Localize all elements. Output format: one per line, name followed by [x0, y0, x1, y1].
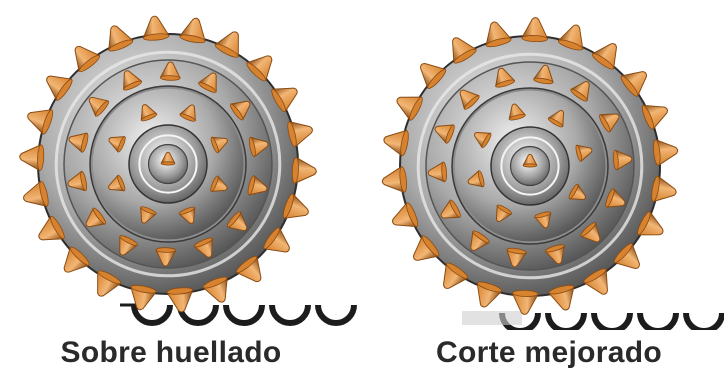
caption-corte-mejorado: Corte mejorado [368, 336, 724, 370]
tooth-insert [650, 176, 678, 205]
track-groove [318, 305, 354, 323]
tooth-insert [292, 157, 317, 184]
track-groove [226, 305, 262, 323]
tooth-insert [142, 15, 170, 41]
tooth-insert [522, 17, 548, 42]
caption-sobre-huellado: Sobre huellado [0, 336, 352, 370]
track-groove [640, 313, 676, 330]
drill-cutter-left [19, 15, 317, 313]
tooth-insert [19, 144, 44, 171]
track-groove [548, 313, 584, 330]
track-groove [594, 313, 630, 330]
cutter-illustration-right [362, 0, 724, 330]
tooth-insert [381, 166, 408, 194]
bottom-track-right [462, 311, 722, 330]
cutter-illustration-left [0, 0, 362, 330]
track-groove [272, 305, 308, 323]
drill-cutter-right [381, 17, 679, 315]
tooth-insert [382, 127, 410, 156]
bottom-track-left [120, 305, 354, 323]
tooth-insert [179, 16, 209, 44]
panel-corte-mejorado: Corte mejorado [362, 0, 724, 380]
tooth-insert [652, 138, 679, 166]
track-groove [686, 313, 722, 330]
panel-sobre-huellado: Sobre huellado [0, 0, 362, 380]
